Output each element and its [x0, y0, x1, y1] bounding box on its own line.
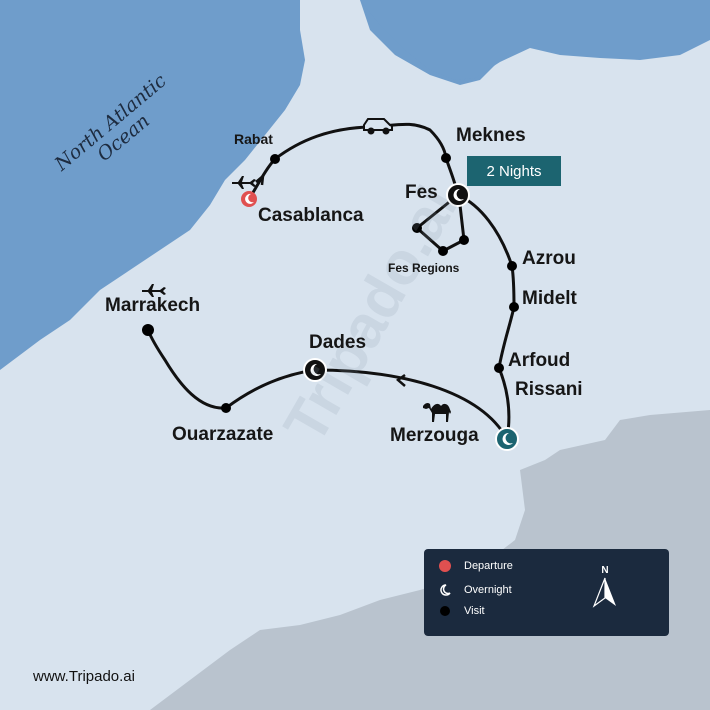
overnight-dades [303, 358, 327, 382]
direction-arrow-icon [395, 373, 406, 387]
legend-visit: Visit [438, 604, 485, 618]
dot-azrou [507, 261, 517, 271]
dot-fes-region-1 [412, 223, 422, 233]
nights-badge: 2 Nights [467, 156, 561, 186]
dot-rabat [270, 154, 280, 164]
plane-icon [142, 284, 166, 297]
north-land [360, 0, 710, 80]
moon-icon [438, 583, 452, 597]
camel-icon [423, 402, 451, 422]
plane-icon [232, 176, 256, 189]
route-ouarzazate-marrakech [146, 328, 228, 410]
label-azrou: Azrou [522, 248, 576, 269]
direction-arrow-icon [255, 172, 265, 186]
label-rissani: Rissani [515, 379, 583, 400]
moon-icon [245, 193, 254, 204]
website-link[interactable]: www.Tripado.ai [33, 668, 135, 685]
visit-swatch [438, 604, 452, 618]
dot-midelt [509, 302, 519, 312]
label-rabat: Rabat [234, 131, 273, 147]
label-ouarzazate: Ouarzazate [172, 424, 274, 445]
departure-swatch [438, 559, 452, 573]
legend-overnight-label: Overnight [464, 584, 512, 596]
compass-arrow-icon [592, 577, 616, 608]
departure-marker [241, 191, 257, 207]
label-marrakech: Marrakech [105, 295, 201, 316]
dot-fes-region-3 [459, 235, 469, 245]
legend-visit-label: Visit [464, 605, 485, 617]
label-dades: Dades [309, 332, 367, 353]
route-merzouga-dades [313, 368, 509, 441]
overnight-merzouga [495, 427, 519, 451]
dot-arfoud [494, 363, 504, 373]
dot-marrakech [142, 324, 154, 336]
label-casablanca: Casablanca [258, 205, 364, 226]
visit-dots [142, 153, 519, 413]
label-fes-regions: Fes Regions [388, 261, 460, 275]
label-merzouga: Merzouga [390, 425, 479, 446]
legend-departure-label: Departure [464, 560, 513, 572]
legend-overnight: Overnight [438, 583, 512, 597]
label-fes: Fes [405, 182, 438, 203]
label-midelt: Midelt [522, 288, 577, 309]
compass-label: N [601, 565, 609, 576]
dot-ouarzazate [221, 403, 231, 413]
dot-fes-region-2 [438, 246, 448, 256]
label-meknes: Meknes [456, 125, 526, 146]
car-icon [363, 118, 393, 135]
compass: N [590, 565, 620, 609]
overnight-fes [446, 183, 470, 207]
dot-meknes [441, 153, 451, 163]
label-arfoud: Arfoud [508, 350, 571, 371]
legend: Departure Overnight Visit N [424, 549, 669, 636]
legend-departure: Departure [438, 559, 513, 573]
